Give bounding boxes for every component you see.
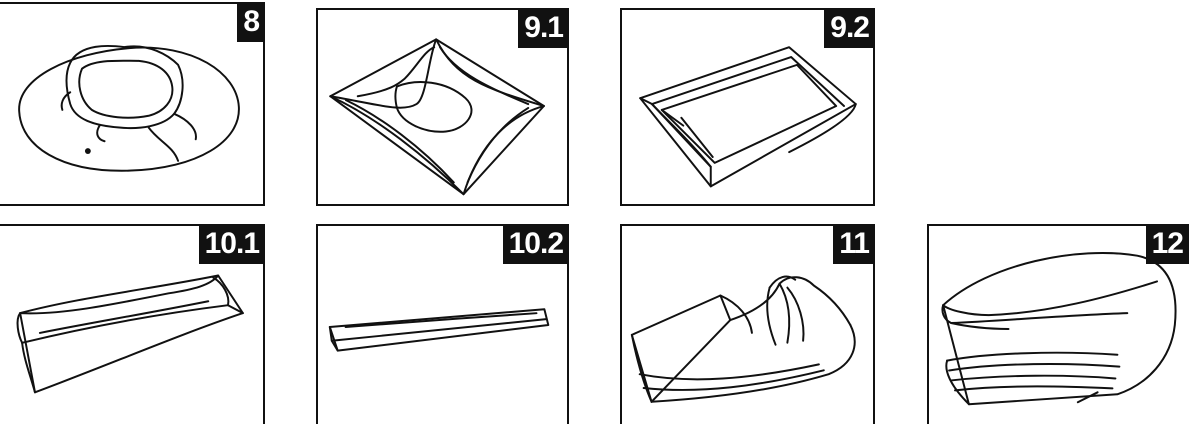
step-panel-9-1: 9.1 xyxy=(316,8,569,206)
step-panel-8: 8 xyxy=(0,2,265,206)
fold-illustration-9-1 xyxy=(329,38,545,196)
step-label-badge: 10.2 xyxy=(502,224,569,264)
step-label-badge: 12 xyxy=(1145,224,1189,264)
step-panel-12: 12 xyxy=(927,224,1189,424)
step-label-badge: 9.1 xyxy=(518,8,569,48)
step-label-badge: 8 xyxy=(237,2,265,42)
fold-illustration-8 xyxy=(18,44,240,172)
fold-illustration-11 xyxy=(630,275,856,403)
dot-mark xyxy=(84,148,91,154)
fold-illustration-12 xyxy=(941,252,1177,406)
step-panel-10-2: 10.2 xyxy=(316,224,569,424)
fold-illustration-9-2 xyxy=(639,46,857,188)
step-panel-9-2: 9.2 xyxy=(620,8,875,206)
step-panel-11: 11 xyxy=(620,224,875,424)
step-label-badge: 11 xyxy=(833,224,875,264)
step-label-badge: 10.1 xyxy=(198,224,265,264)
step-panel-10-1: 10.1 xyxy=(0,224,265,424)
fold-illustration-10-1 xyxy=(16,274,244,394)
fold-illustration-10-2 xyxy=(328,308,550,352)
step-label-badge: 9.2 xyxy=(824,8,875,48)
